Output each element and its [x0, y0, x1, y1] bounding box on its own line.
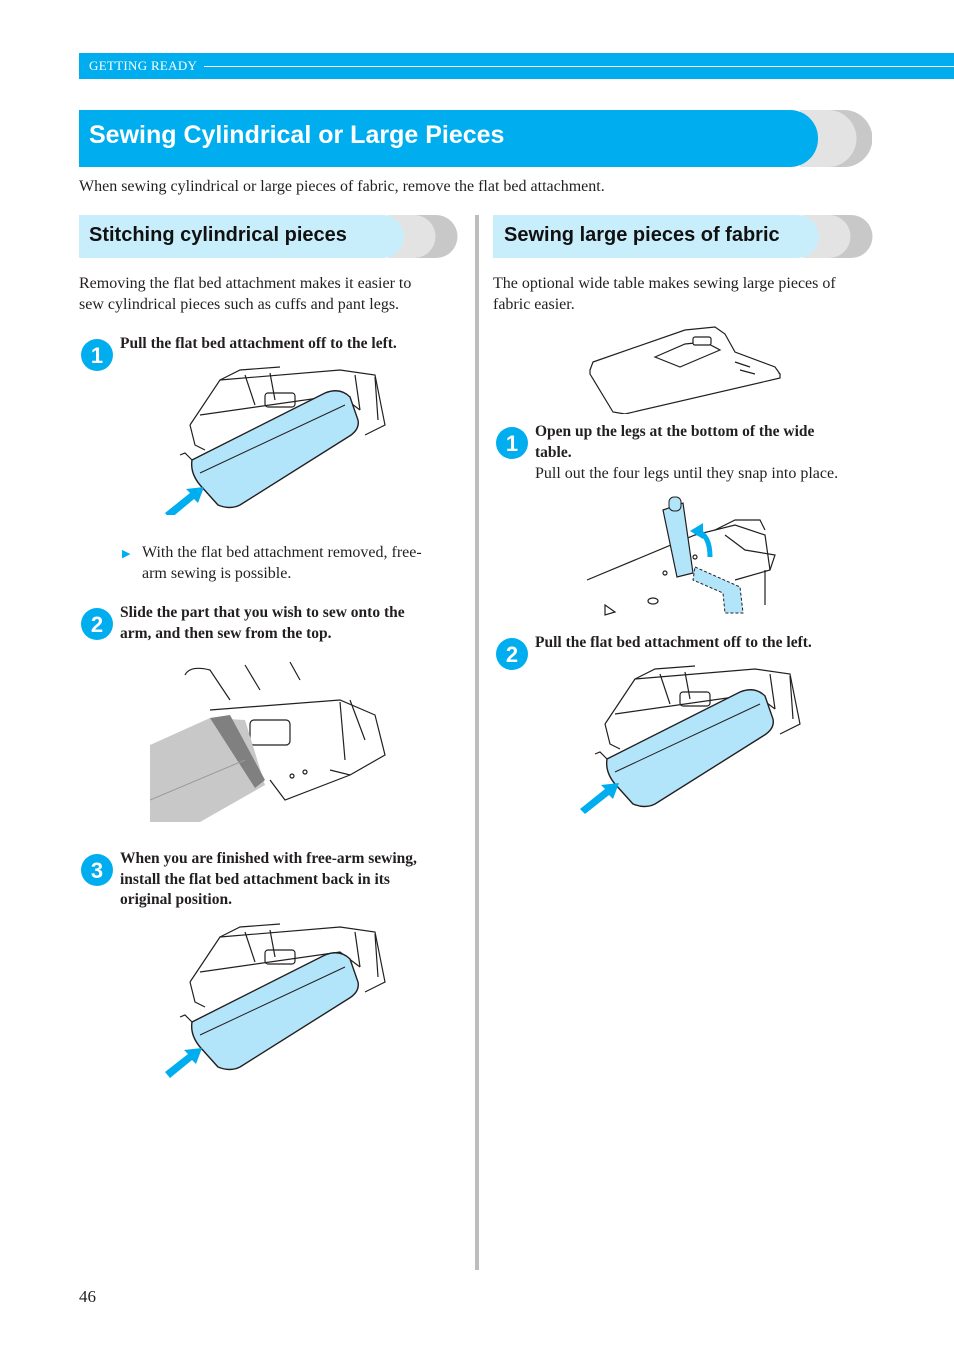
- result-note: ▶ With the flat bed attachment removed, …: [122, 544, 422, 582]
- svg-text:3: 3: [91, 858, 103, 883]
- illustration-install-attachment: [165, 923, 386, 1078]
- right-intro: The optional wide table makes sewing lar…: [493, 275, 836, 313]
- header-rule: [204, 66, 954, 67]
- title-band: [79, 110, 818, 167]
- right-step-1-badge: 1: [496, 427, 528, 459]
- result-arrow-icon: ▶: [122, 548, 131, 560]
- right-heading-band: [493, 215, 819, 258]
- left-intro: Removing the flat bed attachment makes i…: [79, 275, 412, 313]
- svg-text:1: 1: [506, 431, 518, 456]
- section-label: GETTING READY: [89, 58, 198, 73]
- left-step-3-title: When you are finished with free-arm sewi…: [120, 850, 417, 908]
- right-step-2-title: Pull the flat bed attachment off to the …: [535, 634, 812, 651]
- illustration-cylinder-sewing: [150, 661, 386, 822]
- right-step-1-detail: Pull out the four legs until they snap i…: [535, 465, 839, 482]
- step-3-badge: 3: [81, 854, 113, 886]
- illustration-wide-table: [589, 326, 782, 414]
- column-divider: [475, 215, 479, 1270]
- intro-text: When sewing cylindrical or large pieces …: [79, 178, 605, 195]
- right-step-2-badge: 2: [496, 638, 528, 670]
- illustration-remove-attachment: [165, 366, 386, 515]
- left-heading-band: [79, 215, 404, 258]
- step-2-badge: 2: [81, 608, 113, 640]
- left-heading: Stitching cylindrical pieces: [89, 224, 347, 246]
- left-step-1-title: Pull the flat bed attachment off to the …: [120, 335, 397, 352]
- svg-text:2: 2: [506, 642, 518, 667]
- page-title: Sewing Cylindrical or Large Pieces: [89, 121, 505, 149]
- illustration-right-remove-attachment: [580, 665, 801, 814]
- illustration-unfold-legs: [586, 496, 776, 616]
- page-number: 46: [79, 1287, 96, 1306]
- svg-text:2: 2: [91, 612, 103, 637]
- step-1-badge: 1: [81, 339, 113, 371]
- right-step-1-title: Open up the legs at the bottom of the wi…: [535, 423, 815, 461]
- left-step-2-title: Slide the part that you wish to sew onto…: [120, 604, 405, 642]
- right-heading: Sewing large pieces of fabric: [504, 224, 780, 246]
- svg-text:1: 1: [91, 343, 103, 368]
